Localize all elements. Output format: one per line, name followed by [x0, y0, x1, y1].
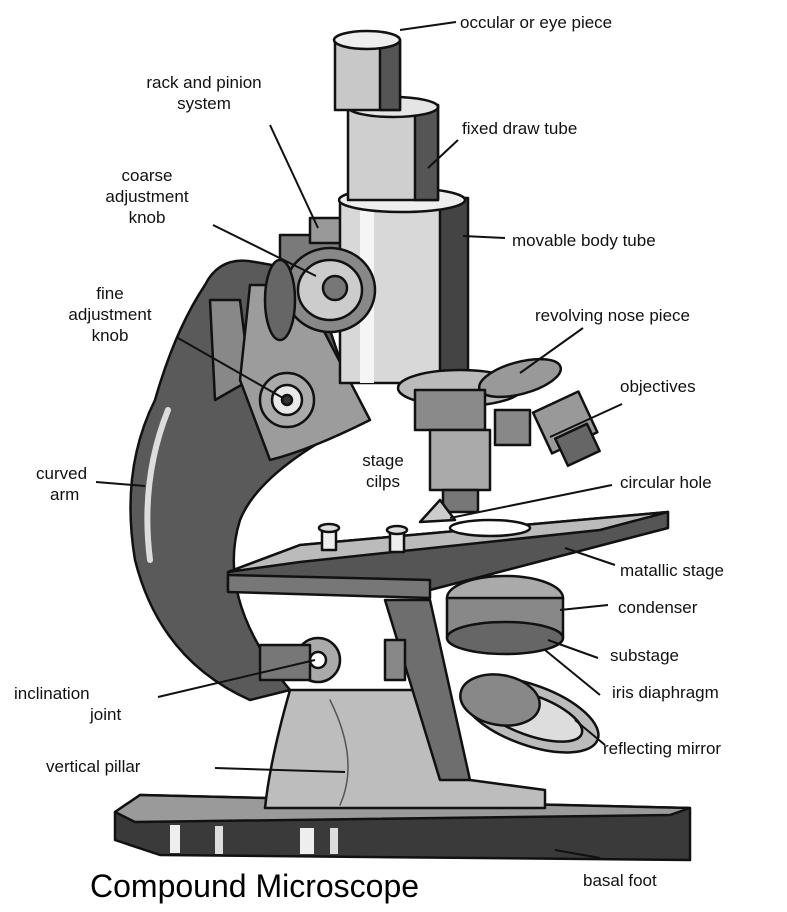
label-revolving-nose-piece: revolving nose piece	[535, 305, 690, 326]
reflecting-mirror-shape	[452, 662, 608, 768]
label-line: inclination	[6, 684, 90, 703]
label-fine-adjustment-knob: fine adjustment knob	[45, 283, 175, 346]
label-line: coarse	[121, 166, 172, 185]
fine-knob-shape	[260, 373, 314, 427]
label-line: arm	[36, 485, 79, 504]
label-fixed-draw-tube: fixed draw tube	[462, 118, 577, 139]
label-inclination-joint: inclination joint	[6, 683, 121, 725]
label-objectives: objectives	[620, 376, 696, 397]
label-line: adjustment	[68, 305, 151, 324]
label-coarse-adjustment-knob: coarse adjustment knob	[82, 165, 212, 228]
eyepiece-shape	[334, 31, 400, 110]
condenser-shape	[447, 576, 563, 654]
label-line: stage	[362, 451, 404, 470]
pointer-stage	[565, 548, 615, 565]
label-stage-clips: stage cilps	[338, 450, 428, 492]
label-condenser: condenser	[618, 597, 697, 618]
label-rack-and-pinion: rack and pinion system	[108, 72, 300, 114]
label-line: fine	[96, 284, 123, 303]
label-vertical-pillar: vertical pillar	[46, 756, 140, 777]
diagram-title: Compound Microscope	[90, 868, 419, 905]
label-substage: substage	[610, 645, 679, 666]
label-circular-hole: circular hole	[620, 472, 712, 493]
label-reflecting-mirror: reflecting mirror	[603, 738, 721, 759]
pointer-substage	[548, 640, 598, 658]
pointer-condenser	[560, 605, 608, 610]
label-basal-foot: basal foot	[583, 870, 657, 891]
draw-tube-shape	[348, 97, 438, 200]
label-movable-body-tube: movable body tube	[512, 230, 656, 251]
label-line: knob	[129, 208, 166, 227]
label-line: adjustment	[105, 187, 188, 206]
pointer-body-tube	[463, 236, 505, 238]
label-curved-arm: curved arm	[36, 463, 87, 505]
label-ocular: occular or eye piece	[460, 12, 612, 33]
label-line: knob	[92, 326, 129, 345]
label-line: joint	[6, 705, 121, 724]
label-line: system	[177, 94, 231, 113]
metallic-stage-shape	[228, 500, 668, 598]
pointer-ocular	[400, 22, 456, 30]
label-iris-diaphragm: iris diaphragm	[612, 682, 719, 703]
label-metallic-stage: matallic stage	[620, 560, 724, 581]
label-line: rack and pinion	[146, 73, 261, 92]
label-line: cilps	[366, 472, 400, 491]
inclination-joint-shape	[260, 638, 405, 682]
pointer-rack	[270, 125, 318, 228]
label-line: curved	[36, 464, 87, 483]
